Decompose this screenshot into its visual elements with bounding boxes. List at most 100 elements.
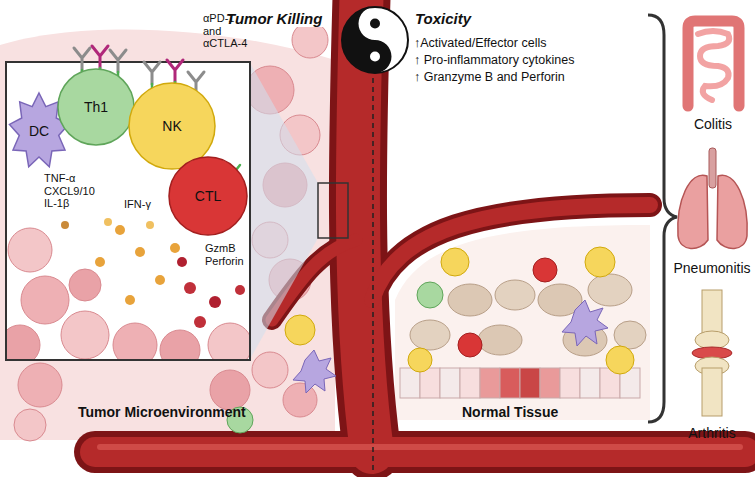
normal-tissue	[478, 325, 522, 355]
antibodies	[110, 50, 126, 72]
inset-panel	[21, 276, 69, 324]
cell-label: CTL	[195, 188, 221, 204]
antibodies	[144, 62, 160, 84]
antibodies	[167, 60, 183, 82]
inset-panel	[146, 221, 154, 229]
yin-yang	[370, 19, 380, 29]
inset-panel	[61, 221, 69, 229]
effect-item: ↑ Granzyme B and Perforin	[414, 70, 565, 84]
inset-panel	[209, 296, 221, 308]
cell-label: Th1	[84, 99, 108, 115]
blood-vessel	[372, 205, 650, 300]
inset-panel	[208, 323, 249, 359]
colon-icon	[688, 21, 739, 106]
dashed-divider	[373, 78, 374, 472]
joint-icon	[692, 290, 732, 416]
blood-vessel	[372, 205, 650, 300]
antibodies	[74, 46, 240, 170]
inset-panel	[184, 282, 196, 294]
tumor-region	[283, 383, 317, 417]
inset-panel	[6, 62, 250, 360]
antibodies	[92, 46, 108, 68]
cytokine-label: TNF-α CXCL9/10 IL-1β	[44, 172, 100, 210]
inset-panel	[177, 257, 187, 267]
inset-panel	[125, 295, 135, 305]
normal-tissue	[460, 368, 480, 398]
immune-cells	[285, 315, 315, 345]
inset-panel	[113, 323, 157, 359]
yin-yang	[342, 7, 392, 73]
immune-cells	[562, 300, 608, 346]
bracket	[648, 15, 677, 422]
immune-cells	[606, 346, 634, 374]
dashed-divider	[372, 78, 374, 472]
cell-label: NK	[162, 118, 181, 134]
region-label: Tumor Microenvironment	[78, 404, 246, 420]
antibodies	[110, 50, 126, 72]
normal-tissue	[495, 280, 535, 310]
normal-tissue	[400, 368, 420, 398]
organ-label: Colitis	[694, 116, 732, 132]
inset-panel	[115, 225, 125, 235]
colon-icon	[688, 21, 739, 106]
immune-cells	[441, 248, 469, 276]
normal-tissue	[480, 368, 500, 398]
lung-icon	[678, 148, 747, 249]
normal-tissue	[614, 321, 646, 349]
normal-tissue	[500, 368, 520, 398]
normal-tissue	[580, 368, 600, 398]
section-title: Tumor Killing	[224, 10, 324, 27]
tumor-region	[0, 22, 335, 441]
magnify-wedge	[250, 63, 348, 359]
bracket	[648, 15, 677, 422]
normal-tissue	[420, 368, 440, 398]
effector-molecule-label: GzmB Perforin	[205, 242, 255, 267]
inset-panel	[160, 330, 200, 359]
blood-vessel	[95, 437, 745, 467]
magnify-wedge	[318, 183, 348, 238]
inset-panel	[104, 218, 112, 226]
joint-icon	[695, 331, 729, 349]
cytokine-label: IFN-γ	[124, 198, 151, 211]
normal-tissue	[520, 368, 540, 398]
normal-tissue	[560, 368, 580, 398]
joint-icon	[702, 368, 722, 416]
antibodies	[74, 48, 90, 70]
lung-icon	[678, 175, 708, 248]
organ-label: Arthritis	[688, 425, 735, 441]
inset-panel	[7, 218, 249, 359]
region-label: Normal Tissue	[462, 404, 558, 420]
colon-icon	[698, 31, 729, 100]
immune-cells	[417, 282, 443, 308]
yin-yang	[342, 7, 408, 73]
th1-cell-shape	[58, 69, 134, 145]
tumor-region	[252, 352, 288, 388]
immune-cells	[293, 350, 336, 393]
normal-tissue	[395, 225, 650, 420]
magnify-wedge	[250, 63, 318, 359]
ctl-cell: CTL	[168, 156, 248, 236]
effect-item: ↑Activated/Effector cells	[414, 36, 546, 50]
normal-tissue	[540, 368, 560, 398]
inset-panel	[69, 269, 101, 301]
inset-panel	[8, 228, 52, 272]
normal-tissue	[410, 320, 450, 350]
inset-panel	[95, 257, 105, 267]
immune-cells	[585, 247, 615, 277]
th1-cell: Th1	[57, 68, 135, 146]
inset-panel	[194, 316, 206, 328]
normal-tissue	[448, 284, 492, 316]
inset-panel	[135, 247, 145, 257]
tumor-region	[18, 363, 62, 407]
antibodies	[144, 62, 160, 84]
tumor-region	[14, 409, 46, 441]
inset-panel	[170, 243, 180, 253]
effect-item: ↑ Pro-inflammatory cytokines	[414, 53, 574, 67]
lung-icon	[717, 175, 747, 248]
inset-panel	[155, 275, 165, 285]
inset-panel	[0, 62, 252, 370]
organ-label: Pneumonitis	[673, 260, 750, 276]
yin-yang	[370, 52, 380, 62]
